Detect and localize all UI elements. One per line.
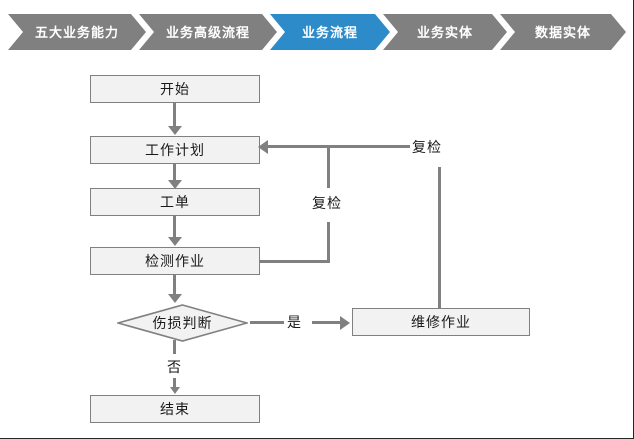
flow-node-inspect[interactable]: 检测作业 (90, 247, 260, 275)
connector-workplan-to-workorder (173, 164, 176, 184)
breadcrumb-item-1-label: 五大业务能力 (34, 24, 119, 40)
connector-recheck-inner-top (265, 145, 330, 148)
breadcrumb-item-3-label: 业务流程 (301, 24, 358, 40)
connector-decision-to-end (173, 340, 176, 354)
breadcrumb-item-1[interactable]: 五大业务能力 (8, 14, 146, 50)
edge-label-no: 否 (165, 357, 184, 377)
connector-recheck-inner-vert-upper (327, 148, 330, 188)
connector-inspect-to-decision (173, 275, 176, 297)
connector-recheck-outer-vert (438, 167, 441, 308)
edge-label-recheck-inner: 复检 (310, 193, 344, 213)
arrow-no-to-end (169, 387, 180, 394)
connector-recheck-outer-top (330, 145, 440, 148)
flow-node-end-label: 结束 (160, 401, 190, 417)
flow-node-repair[interactable]: 维修作业 (352, 308, 530, 336)
connector-workorder-to-inspect (173, 216, 176, 241)
arrow-workplan-to-workorder (167, 180, 182, 189)
flow-node-workorder[interactable]: 工单 (90, 188, 260, 216)
arrow-inspect-to-decision (167, 294, 182, 303)
edge-label-recheck-outer: 复检 (410, 137, 444, 157)
breadcrumb-item-4-label: 业务实体 (416, 24, 473, 40)
breadcrumb-item-5-label: 数据实体 (534, 24, 591, 40)
breadcrumb-item-3[interactable]: 业务流程 (270, 14, 390, 50)
flow-node-end[interactable]: 结束 (90, 395, 260, 423)
connector-decision-to-yes (250, 321, 284, 324)
breadcrumb-item-2-label: 业务高级流程 (165, 24, 250, 40)
arrow-workorder-to-inspect (167, 237, 182, 246)
breadcrumb: 五大业务能力 业务高级流程 业务流程 业务实体 数据实体 (0, 14, 634, 50)
arrow-yes-to-repair (340, 315, 350, 330)
edge-label-yes: 是 (285, 312, 304, 332)
connector-yes-to-repair (312, 321, 342, 324)
connector-recheck-inner-vert-lower (327, 222, 330, 263)
flow-node-repair-label: 维修作业 (411, 314, 471, 330)
connector-no-to-end (173, 378, 176, 390)
flow-node-inspect-label: 检测作业 (145, 253, 205, 269)
connector-start-to-workplan (173, 103, 176, 129)
flow-node-workplan[interactable]: 工作计划 (90, 136, 260, 164)
flow-node-workorder-label: 工单 (160, 194, 190, 210)
arrow-recheck-inner-to-workplan (258, 139, 268, 154)
flow-node-decision[interactable]: 伤损判断 (117, 304, 248, 342)
breadcrumb-item-4[interactable]: 业务实体 (383, 14, 507, 50)
connector-recheck-inner-bottom (260, 260, 330, 263)
flow-node-workplan-label: 工作计划 (145, 142, 205, 158)
breadcrumb-item-5[interactable]: 数据实体 (500, 14, 626, 50)
arrow-start-to-workplan (167, 126, 182, 135)
flow-node-start-label: 开始 (160, 81, 190, 97)
breadcrumb-item-2[interactable]: 业务高级流程 (139, 14, 277, 50)
flow-node-start[interactable]: 开始 (90, 75, 260, 103)
diamond-shape (117, 304, 248, 342)
